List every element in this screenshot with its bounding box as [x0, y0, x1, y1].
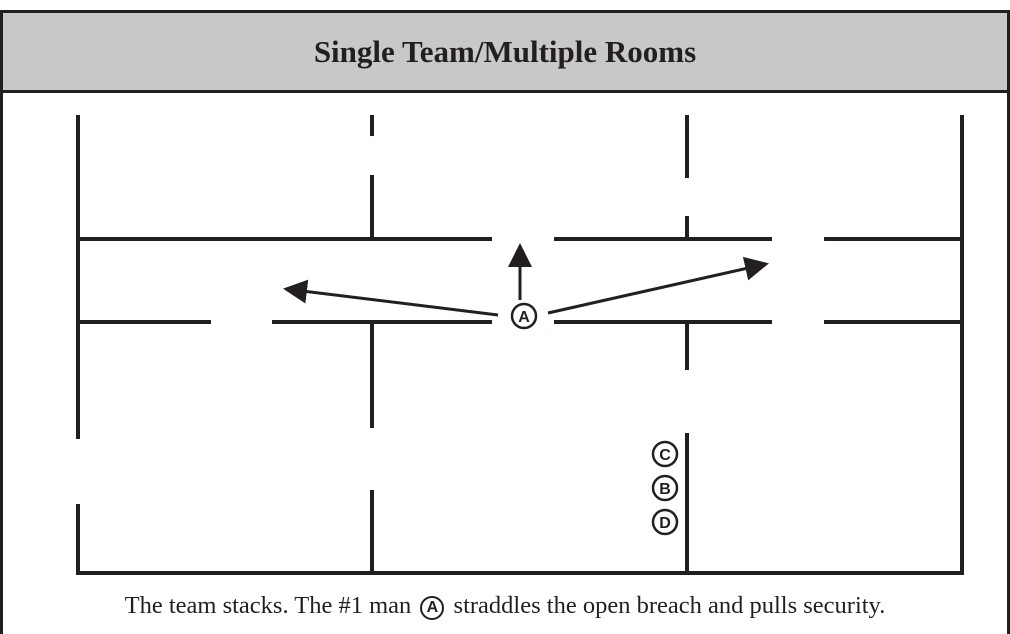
marker-d: D — [651, 508, 679, 536]
diagram-title: Single Team/Multiple Rooms — [313, 33, 697, 69]
marker-c: C — [651, 440, 679, 468]
marker-d-label: D — [659, 515, 671, 532]
title-bar: Single Team/Multiple Rooms — [3, 13, 1007, 93]
arrow-west — [283, 279, 499, 317]
marker-c-label: C — [659, 447, 671, 464]
caption-marker-a: A — [420, 596, 445, 620]
marker-a-label: A — [518, 309, 530, 326]
caption: The team stacks. The #1 man A straddles … — [0, 592, 1010, 620]
frame-top-border — [0, 10, 1010, 13]
marker-b-label: B — [659, 481, 671, 498]
arrow-east — [547, 256, 769, 315]
frame-left-border — [0, 10, 3, 634]
marker-a: A — [510, 302, 538, 330]
caption-text-before: The team stacks. The #1 man — [124, 592, 412, 619]
frame-right-border — [1007, 10, 1010, 634]
caption-text-after: straddles the open breach and pulls secu… — [453, 592, 886, 619]
marker-b: B — [651, 474, 679, 502]
